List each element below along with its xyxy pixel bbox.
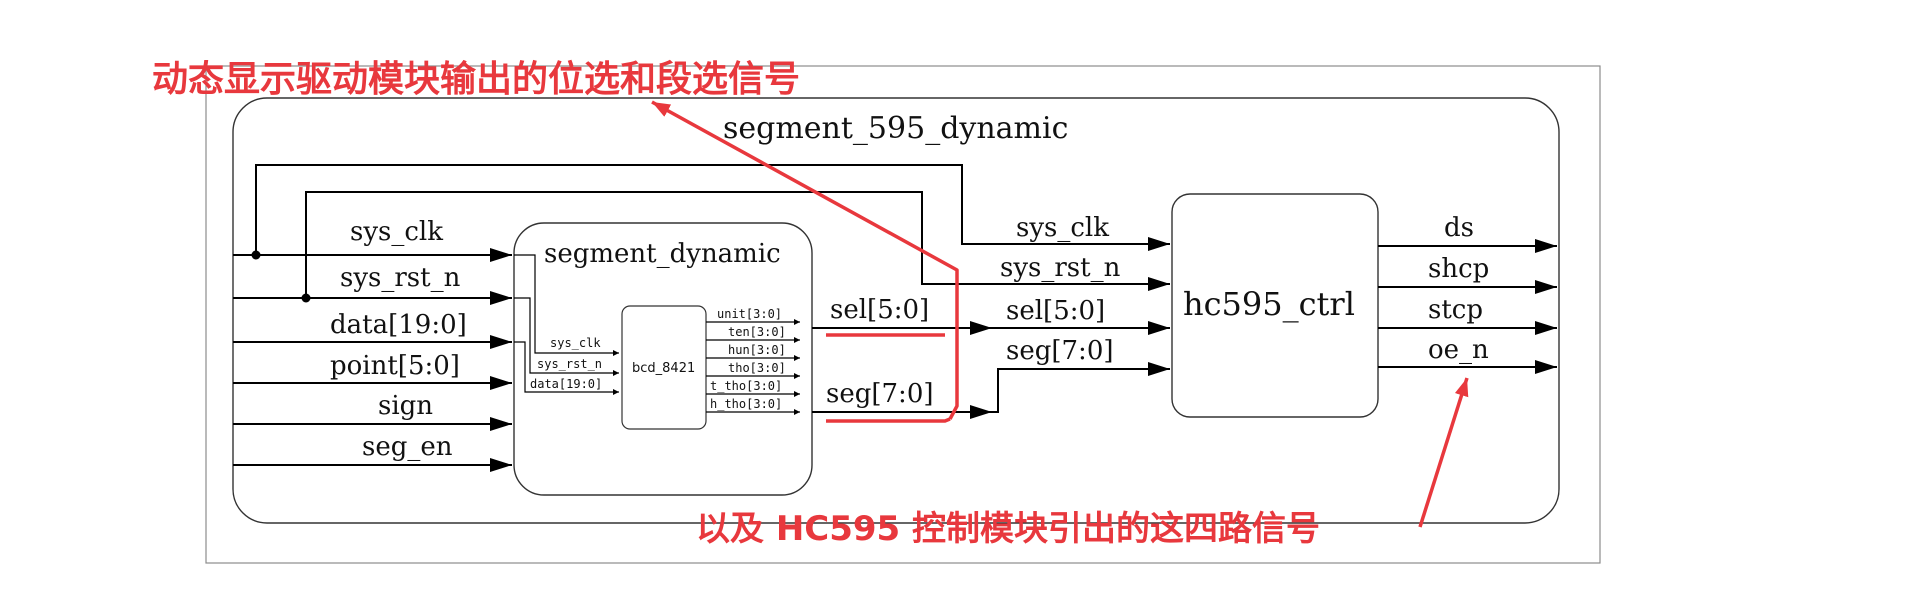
red-bracket bbox=[651, 100, 959, 420]
label-sel-out: sel[5:0] bbox=[830, 295, 929, 325]
bcd-in-data: data[19:0] bbox=[530, 377, 602, 391]
bcd-out-unit: unit[3:0] bbox=[717, 307, 782, 321]
junction-sys-clk bbox=[251, 250, 261, 260]
bcd-in-sys-clk: sys_clk bbox=[550, 336, 601, 350]
label-stcp: stcp bbox=[1428, 295, 1483, 325]
label-ds: ds bbox=[1444, 213, 1474, 243]
hc-output-wires bbox=[1378, 239, 1557, 374]
label-sign: sign bbox=[378, 391, 433, 421]
label-sys-clk: sys_clk bbox=[350, 217, 443, 247]
hc-in-sys-rst-n: sys_rst_n bbox=[1000, 253, 1121, 283]
hc595-ctrl-box bbox=[1171, 193, 1379, 418]
hc-in-sel: sel[5:0] bbox=[1006, 296, 1105, 326]
diagram-frame bbox=[205, 65, 1601, 564]
bcd-in-sys-rst-n: sys_rst_n bbox=[537, 357, 602, 371]
red-underline-seg bbox=[826, 417, 951, 423]
label-seg-out: seg[7:0] bbox=[826, 379, 934, 409]
wire-bcd-sys-clk bbox=[514, 254, 619, 356]
wire-bcd-data bbox=[514, 341, 619, 395]
hc595-ctrl-name: hc595_ctrl bbox=[1183, 285, 1355, 323]
wire-sys-clk-route bbox=[255, 164, 1170, 255]
top-module-name: segment_595_dynamic bbox=[723, 111, 1068, 146]
bcd-input-wires bbox=[514, 254, 619, 395]
bcd-out-tho: tho[3:0] bbox=[728, 361, 786, 375]
top-input-wires bbox=[233, 164, 1170, 472]
label-seg-en: seg_en bbox=[362, 432, 453, 462]
hc-in-sys-clk: sys_clk bbox=[1016, 213, 1109, 243]
label-shcp: shcp bbox=[1428, 254, 1489, 284]
segment-output-wires bbox=[812, 321, 1170, 419]
bcd-out-h-tho: h_tho[3:0] bbox=[710, 397, 782, 411]
label-sys-rst-n: sys_rst_n bbox=[340, 263, 461, 293]
bcd-out-hun: hun[3:0] bbox=[728, 343, 786, 357]
segment-dynamic-box bbox=[513, 222, 813, 496]
junction-sys-rst-n bbox=[301, 293, 311, 303]
wire-seg-route bbox=[992, 362, 1170, 413]
hc-in-seg: seg[7:0] bbox=[1006, 336, 1114, 366]
bcd-8421-name: bcd_8421 bbox=[632, 361, 695, 376]
segment-dynamic-name: segment_dynamic bbox=[544, 239, 781, 269]
wire-sys-rst-n-route bbox=[305, 191, 1170, 298]
bcd-out-t-tho: t_tho[3:0] bbox=[710, 379, 782, 393]
annotation-top: 动态显示驱动模块输出的位选和段选信号 bbox=[152, 59, 800, 100]
label-data: data[19:0] bbox=[330, 310, 467, 340]
label-point: point[5:0] bbox=[330, 351, 460, 381]
wire-bcd-sys-rst-n bbox=[514, 297, 619, 376]
bcd-output-wires bbox=[706, 319, 800, 415]
annotation-bottom: 以及 HC595 控制模块引出的这四路信号 bbox=[696, 509, 1320, 549]
red-annotation-lines bbox=[651, 100, 1469, 528]
red-arrow-oe-n bbox=[1418, 377, 1469, 528]
bcd-out-ten: ten[3:0] bbox=[728, 325, 786, 339]
bcd-8421-box bbox=[621, 305, 707, 430]
label-oe-n: oe_n bbox=[1428, 335, 1489, 365]
top-module-box bbox=[232, 97, 1560, 524]
